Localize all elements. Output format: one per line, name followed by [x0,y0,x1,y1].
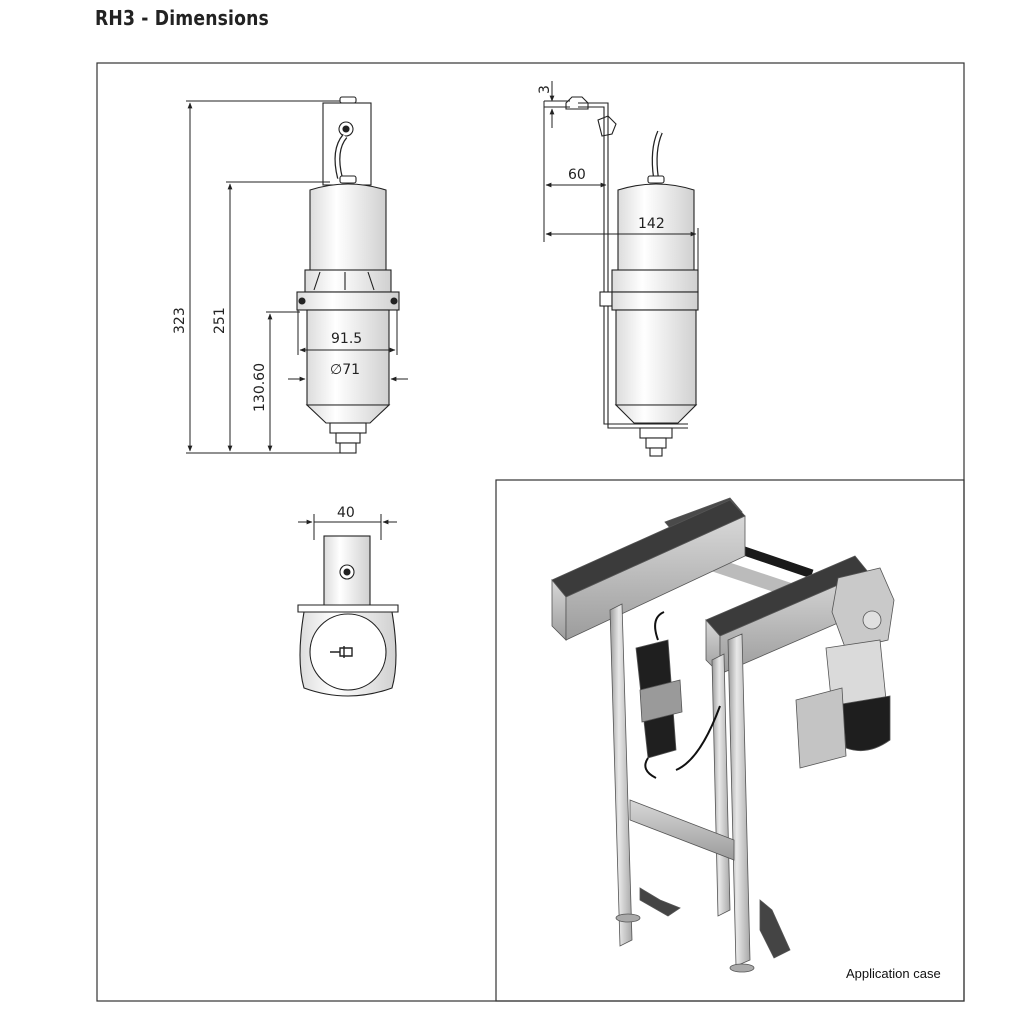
front-view [296,96,400,454]
front-dimensions [186,100,408,454]
dim-142-label: 142 [638,216,665,232]
top-view [297,535,399,697]
side-dimensions [543,81,699,270]
dim-40-label: 40 [337,505,355,521]
dim-60-label: 60 [568,167,586,183]
drawing-frame [96,62,965,1002]
dim-323-label: 323 [172,307,188,334]
photo-frame [495,479,965,1002]
photo-caption: Application case [846,966,941,981]
dim-251-label: 251 [212,307,228,334]
dim-130-label: 130.60 [252,363,268,412]
side-view [565,96,699,457]
dim-3-label: 3 [537,85,553,94]
dim-91-5-label: 91.5 [331,331,362,347]
page-title: RH3 - Dimensions [95,6,269,30]
application-illustration [551,497,895,973]
dim-diameter-71-label: ∅71 [330,362,360,378]
top-dimensions [298,514,397,540]
